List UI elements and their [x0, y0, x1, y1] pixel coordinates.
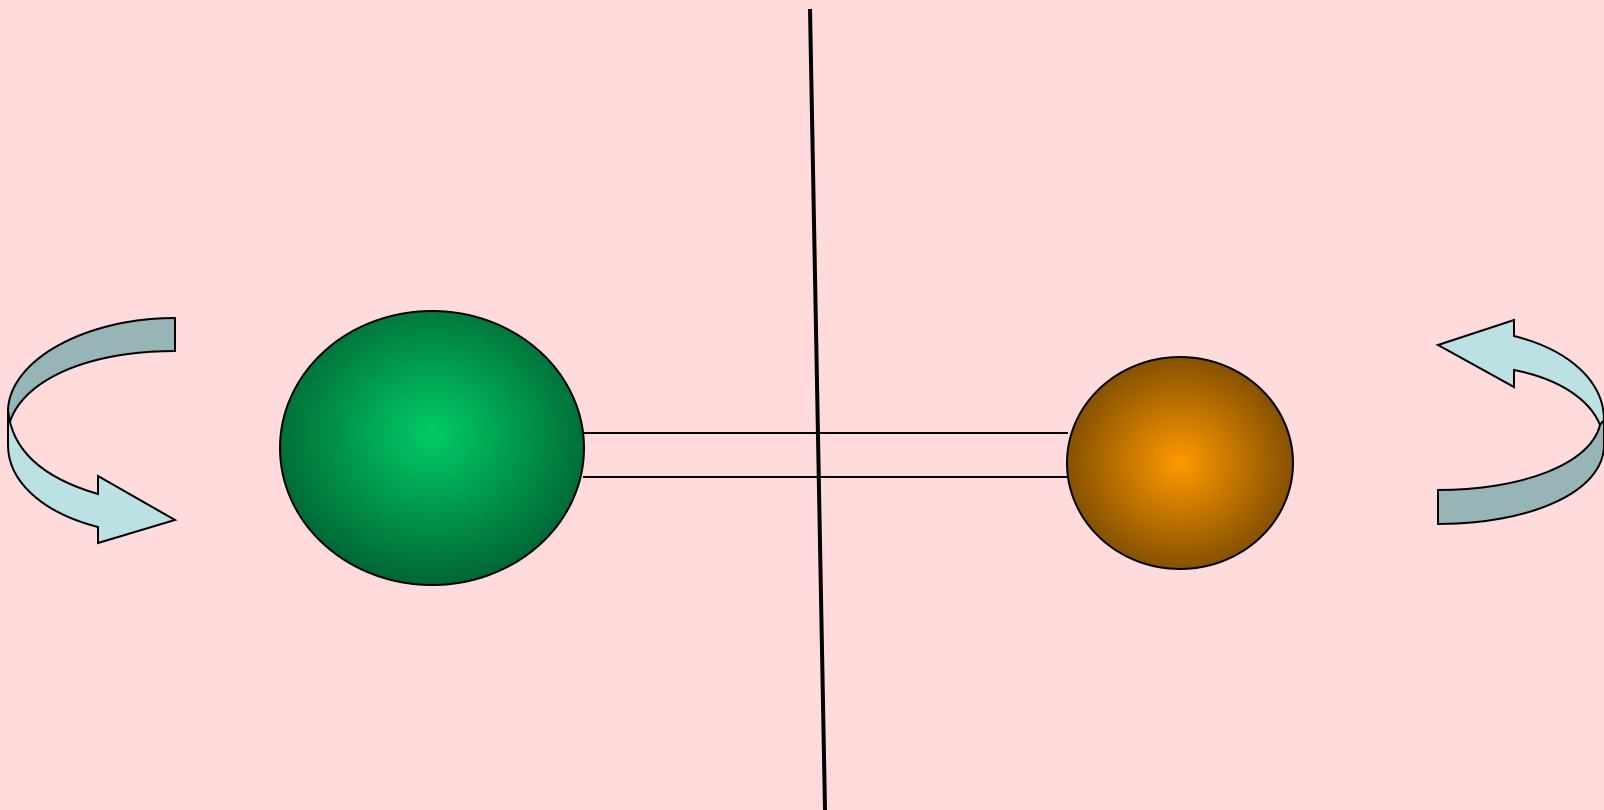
right-rotation-arrow	[1435, 318, 1604, 526]
left-rotation-arrow	[7, 316, 178, 545]
left-arrow-back-band	[7, 316, 176, 431]
rotation-axis-line	[808, 8, 827, 810]
right-arrow-back-band	[1437, 418, 1604, 526]
right-arrow-front-band	[1435, 318, 1604, 427]
small-sphere	[1066, 356, 1294, 570]
connecting-rod	[583, 432, 1068, 478]
large-sphere	[279, 310, 585, 586]
left-arrow-front-band	[7, 409, 178, 545]
